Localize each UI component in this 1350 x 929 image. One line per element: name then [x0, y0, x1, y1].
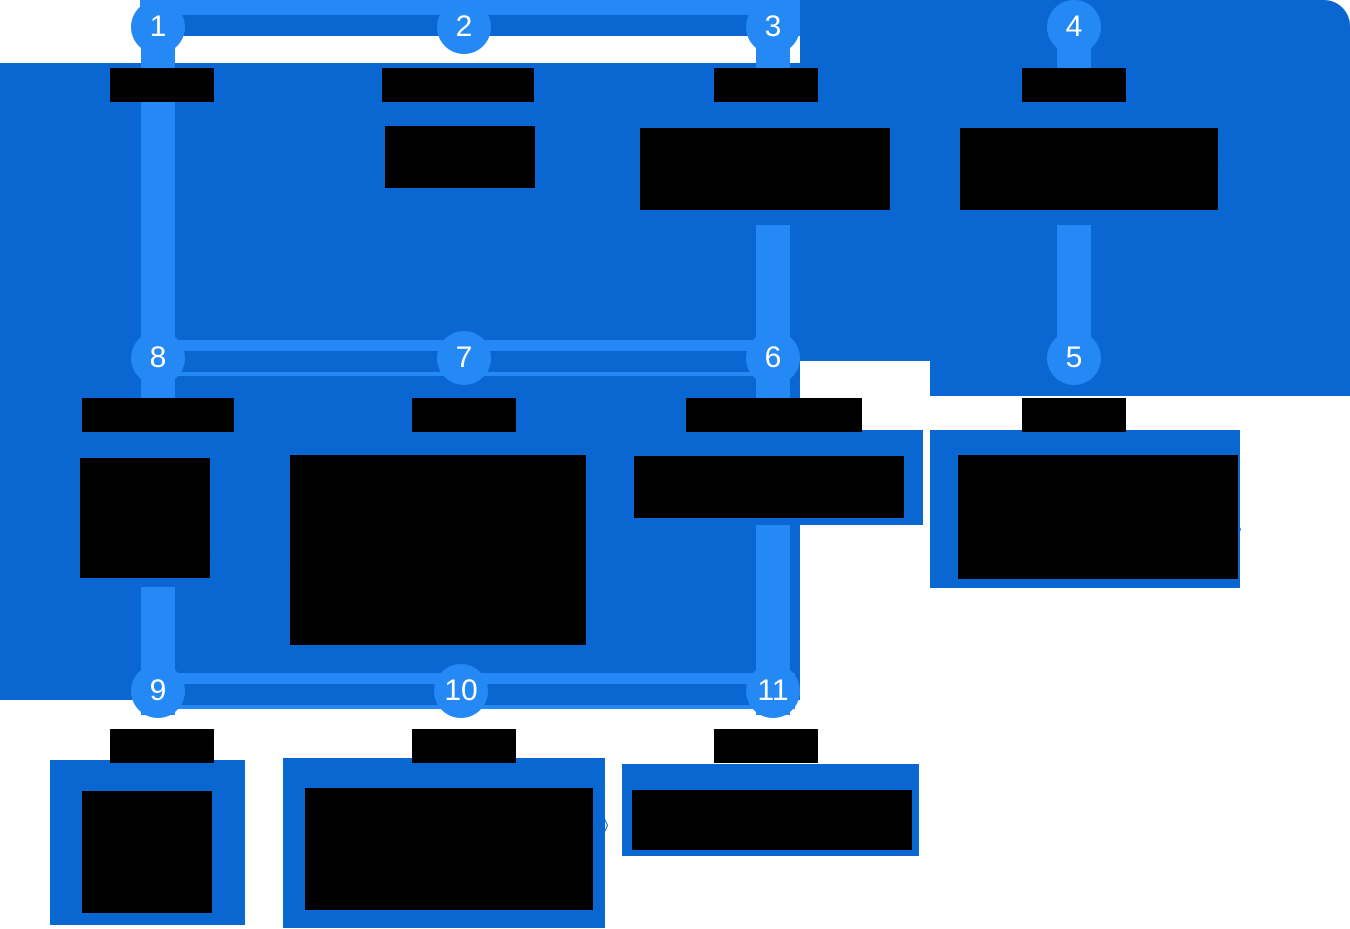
step-circle-11[interactable]: 11	[746, 664, 800, 718]
card-line: B.输出《MTKF-002-项目内测bug清单记录表》	[279, 486, 631, 505]
step-card-4: A.输出《MTQD-003-项目开发计划书》 B.输出《MTQD-002-项目成…	[930, 100, 1250, 225]
card-line: 输出《MTFX-002-1-	[383, 126, 537, 145]
step-circle-1[interactable]: 1	[131, 0, 185, 54]
step-title-5: 项目方案	[1022, 398, 1126, 432]
step-card-6: A.输出《MTQA-002-项目会议纪要》 B.更新《MTFA-001-项目开发…	[628, 430, 927, 525]
step-title-7: 项目开发	[412, 398, 516, 432]
step-title-6: 方案评审及确认	[686, 398, 862, 432]
card-line: B.输出界面ui设计原型	[944, 487, 1110, 506]
card-line: A.输出《MTJF-001-项目使用说明书》	[297, 783, 584, 802]
card-line: C.输出《MTKF-003-项目问题整改计划表》	[279, 520, 603, 539]
card-line: F.输出项目源代码文件	[279, 622, 446, 641]
card-line: 项目需求分析书》	[392, 160, 528, 179]
background-plate-mid-right	[930, 336, 1350, 396]
card-line: C.输出《MTJF-003-项目交付确认书》	[297, 851, 585, 870]
step-circle-3[interactable]: 3	[746, 0, 800, 54]
card-line: A.输出《MTQA-002-项目会议纪要》	[279, 452, 554, 471]
card-line: A.输出《MTYS-001-	[64, 785, 218, 804]
step-card-3: A.输出《MTSW-001-3-报价单》 B.输出《MTSW-002-5-软件开…	[614, 100, 921, 225]
step-circle-2[interactable]: 2	[437, 0, 491, 54]
card-line: B.输出《MTYS-002-	[54, 520, 208, 539]
step-title-3: 商务谈判	[714, 68, 818, 102]
step-circle-8[interactable]: 8	[131, 331, 185, 385]
step-circle-10[interactable]: 10	[434, 664, 488, 718]
step-circle-7[interactable]: 7	[437, 331, 491, 385]
card-line: D.输出《MTKF-005-项目方案变更记录表》	[279, 554, 603, 573]
step-title-11: 项目售后	[714, 729, 818, 763]
card-line: 项目问题整改计划表》	[54, 554, 224, 573]
step-circle-5[interactable]: 5	[1047, 331, 1101, 385]
card-line: B.输出《MTQD-002-项目成员分工表》	[944, 157, 1237, 176]
card-line: C.输出《MTQD-001-项目立项书》	[944, 191, 1204, 210]
card-line: A.输出《MTSW-001-3-报价单》	[628, 123, 870, 142]
card-line: C.输出《MTFA-002-数据设计格式文档》	[944, 521, 1251, 540]
card-line: A.输出《MTQA-002-项目会议纪要》	[638, 453, 913, 472]
step-card-9: A.输出《MTYS-001- 客户测试反馈表》 B.输出《MTYS-002- 项…	[50, 760, 245, 925]
card-line: E.输出《MTKF-006-项目方案变更通知单》	[279, 588, 603, 607]
step-card-7: A.输出《MTQA-002-项目会议纪要》 B.输出《MTKF-002-项目内测…	[265, 427, 631, 655]
card-line: A.输出《MTPS-001-	[54, 452, 208, 471]
step-circle-4[interactable]: 4	[1047, 0, 1101, 54]
card-line: D.交付项目源代码文件	[297, 885, 467, 904]
card-line: 项目内部评审报告》	[54, 486, 207, 505]
card-line: B.更新《MTFA-001-项目开发方案书》	[638, 487, 927, 506]
step-title-1: 需求接入	[110, 68, 214, 102]
step-title-10: 项目交付	[412, 729, 516, 763]
card-line: D.输出《MTFA-003-项目接口文档》	[944, 555, 1217, 574]
card-line: A.输出《MTFA-001-项目开发方案书》	[944, 453, 1233, 472]
card-line: 项目问题整改计划表》	[64, 887, 234, 906]
card-line: B.输出《MTJF-002-常见问题自查说明书》	[297, 817, 618, 836]
step-title-9: 客户验收	[110, 729, 214, 763]
step-circle-9[interactable]: 9	[131, 664, 185, 718]
card-line: B.输出《MTYS-002-	[64, 853, 218, 872]
card-line: 客户测试反馈表》	[64, 819, 200, 838]
card-line: C.输出《MTSW-003-项目派工单》	[628, 191, 890, 210]
step-card-11: A.输出《MTSH-001-客户测试反馈表》 B.输出《MTSH-002-客户售…	[622, 764, 925, 856]
step-title-8: 项目内部测评	[82, 398, 234, 432]
card-line: A.输出《MTSH-001-客户测试反馈表》	[634, 787, 925, 806]
step-title-4: 项目启动	[1022, 68, 1126, 102]
step-card-5: A.输出《MTFA-001-项目开发方案书》 B.输出界面ui设计原型 C.输出…	[930, 430, 1251, 588]
step-title-2: 需求调研分析	[382, 68, 534, 102]
step-card-10: A.输出《MTJF-001-项目使用说明书》 B.输出《MTJF-002-常见问…	[283, 758, 618, 928]
step-card-8: A.输出《MTPS-001- 项目内部评审报告》 B.输出《MTYS-002- …	[40, 427, 245, 587]
card-line: A.输出《MTQD-003-项目开发计划书》	[944, 123, 1237, 142]
step-circle-6[interactable]: 6	[746, 331, 800, 385]
card-line: B.输出《MTSW-002-5-软件开发合同》	[628, 157, 921, 176]
step-card-2: 输出《MTFX-002-1- 项目需求分析书》	[370, 103, 550, 198]
card-line: B.输出《MTSH-002-客户售后派工单》	[634, 821, 925, 840]
